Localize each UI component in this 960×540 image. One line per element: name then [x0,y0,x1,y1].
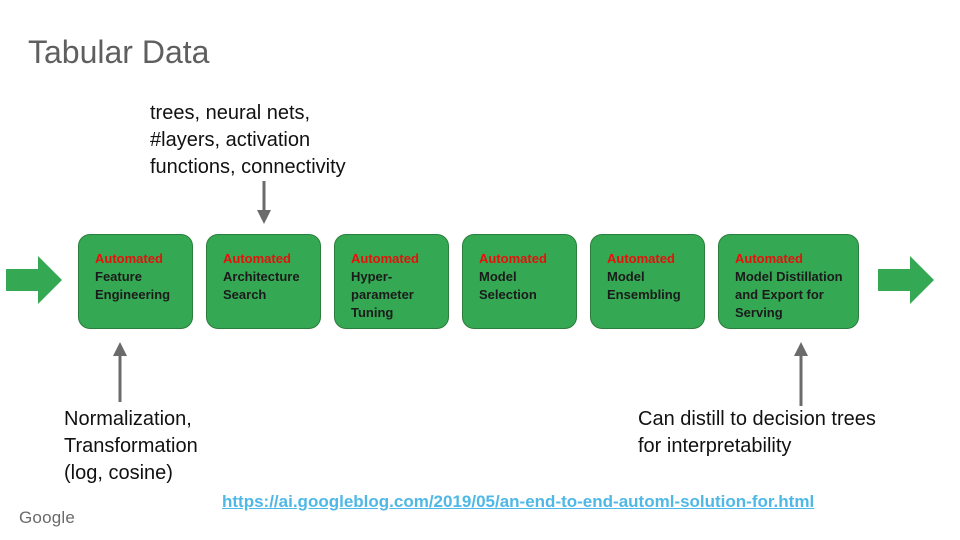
step-label-line: Model [479,269,517,284]
feature-engineering-note: Normalization, Transformation (log, cosi… [64,406,198,487]
automated-label: Automated [735,251,803,266]
step-label-line: Serving [735,305,783,320]
distillation-note-line: Can distill to decision trees [638,408,876,430]
step-label-line: Model Distillation [735,269,843,284]
automated-label: Automated [479,251,547,266]
step-label-line: Search [223,287,267,302]
step-label-line: and Export for [735,287,824,302]
step-label-line: Ensembling [607,287,681,302]
step-feature-engineering: Automated Feature Engineering [78,234,193,329]
step-label-line: Architecture [223,269,300,284]
feature-note-line: Normalization, [64,408,192,430]
step-label-line: Hyper- [351,269,393,284]
slide-title: Tabular Data [28,34,210,70]
step-model-ensembling: Automated Model Ensembling [590,234,705,329]
step-model-distillation: Automated Model Distillation and Export … [718,234,859,329]
step-label-line: Selection [479,287,537,302]
up-arrow-left [113,342,127,402]
automated-label: Automated [95,251,163,266]
automated-label: Automated [351,251,419,266]
up-arrow-right [794,342,808,406]
blog-link[interactable]: https://ai.googleblog.com/2019/05/an-end… [222,492,815,511]
automated-label: Automated [223,251,291,266]
automated-label: Automated [607,251,675,266]
distillation-note: Can distill to decision trees for interp… [638,406,876,460]
feature-note-line: (log, cosine) [64,462,173,484]
step-label-line: Feature [95,269,142,284]
step-label-line: parameter [351,287,414,302]
step-model-selection: Automated Model Selection [462,234,577,329]
step-label-line: Tuning [351,305,394,320]
distillation-note-line: for interpretability [638,435,792,457]
step-hyperparameter-tuning: Automated Hyper- parameter Tuning [334,234,449,329]
architecture-note-line: trees, neural nets, [150,102,311,124]
down-arrow [257,181,271,224]
architecture-note-line: #layers, activation [150,129,311,151]
output-arrow [878,256,934,304]
feature-note-line: Transformation [64,435,198,457]
architecture-note-line: functions, connectivity [150,156,346,178]
architecture-note: trees, neural nets, #layers, activation … [150,100,346,181]
step-label-line: Model [607,269,645,284]
step-architecture-search: Automated Architecture Search [206,234,321,329]
input-arrow [6,256,62,304]
step-label-line: Engineering [95,287,171,302]
google-logo: Google [19,508,76,527]
